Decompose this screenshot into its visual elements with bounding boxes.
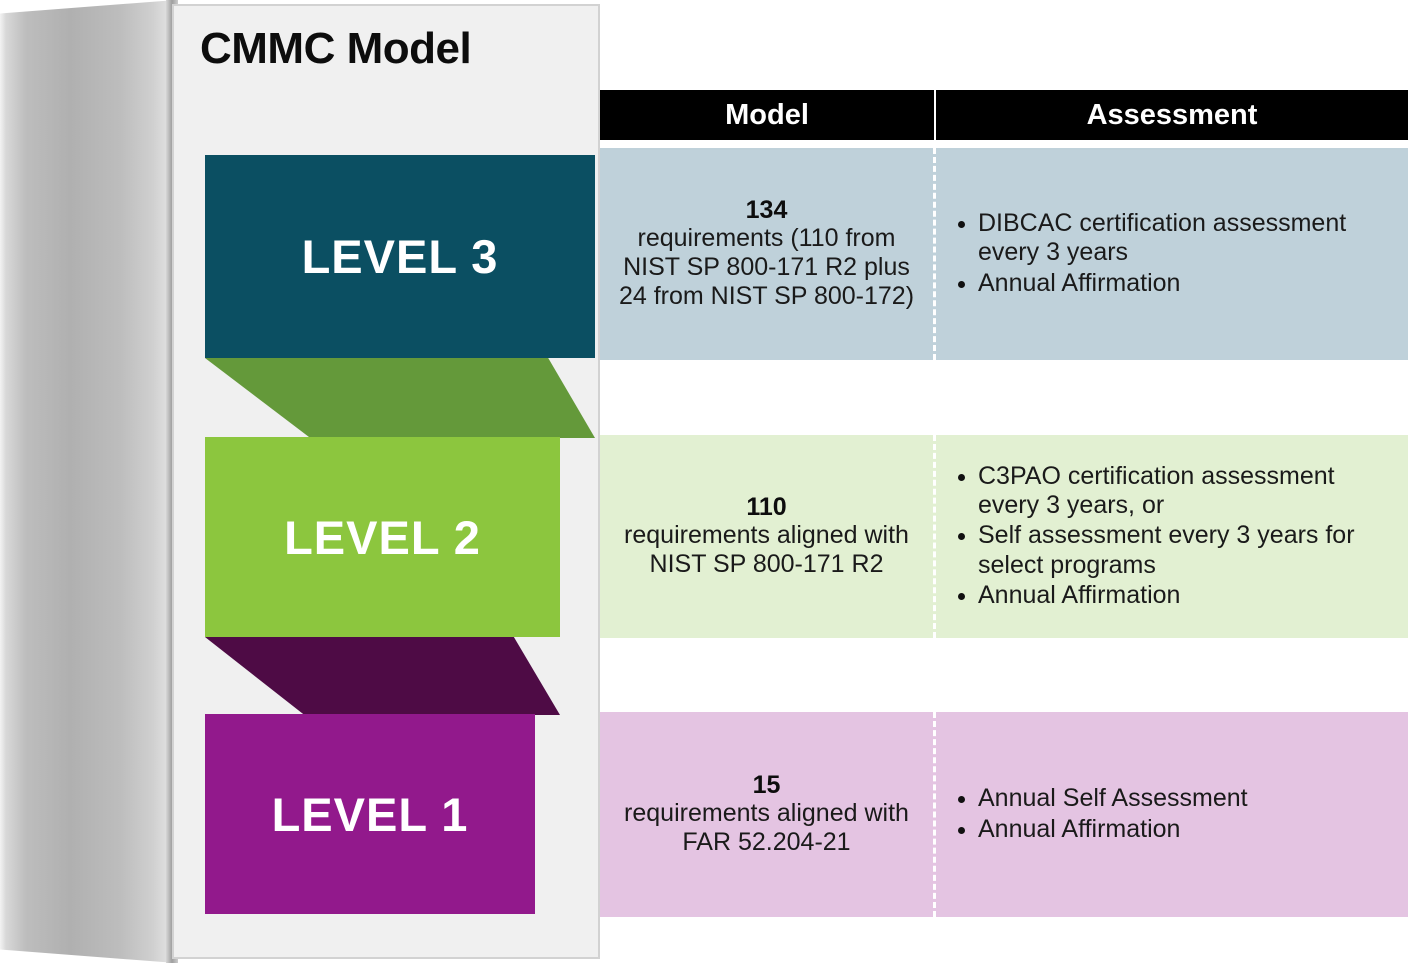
model-cell-level-1: 15 requirements aligned with FAR 52.204-… [600,712,936,917]
model-cell-level-3: 134 requirements (110 from NIST SP 800-1… [600,148,936,360]
requirement-description: requirements (110 from NIST SP 800-171 R… [618,224,915,311]
list-item: Annual Affirmation [958,269,1395,298]
table-row: 134 requirements (110 from NIST SP 800-1… [600,148,1408,360]
list-item: Self assessment every 3 years for select… [958,521,1395,580]
model-cell-level-2: 110 requirements aligned with NIST SP 80… [600,435,936,638]
list-item: Annual Self Assessment [958,784,1248,813]
assessment-list: DIBCAC certification assessment every 3 … [952,209,1395,299]
slab-side-face [0,0,176,963]
column-header-assessment: Assessment [1086,98,1258,131]
list-item: Annual Affirmation [958,581,1395,610]
requirement-count: 15 [752,770,781,799]
table-header: Model Assessment [600,90,1408,140]
assessment-cell-level-3: DIBCAC certification assessment every 3 … [936,148,1405,360]
column-header-model: Model [600,90,936,140]
requirement-count: 134 [745,195,788,224]
requirement-count: 110 [746,492,787,521]
table-row: 110 requirements aligned with NIST SP 80… [600,435,1408,638]
list-item: C3PAO certification assessment every 3 y… [958,462,1395,521]
requirement-description: requirements aligned with NIST SP 800-17… [624,521,909,579]
assessment-cell-level-1: Annual Self Assessment Annual Affirmatio… [936,712,1405,917]
list-item: Annual Affirmation [958,815,1248,844]
page-title: CMMC Model [200,24,472,73]
assessment-list: Annual Self Assessment Annual Affirmatio… [952,784,1248,845]
table-row: 15 requirements aligned with FAR 52.204-… [600,712,1408,917]
level-block-3[interactable]: LEVEL 3 [205,155,595,358]
level-block-2[interactable]: LEVEL 2 [205,437,560,637]
level-block-1[interactable]: LEVEL 1 [205,714,535,914]
assessment-cell-level-2: C3PAO certification assessment every 3 y… [936,435,1405,638]
requirement-description: requirements aligned with FAR 52.204-21 [624,799,909,857]
assessment-list: C3PAO certification assessment every 3 y… [952,462,1395,611]
list-item: DIBCAC certification assessment every 3 … [958,209,1395,268]
